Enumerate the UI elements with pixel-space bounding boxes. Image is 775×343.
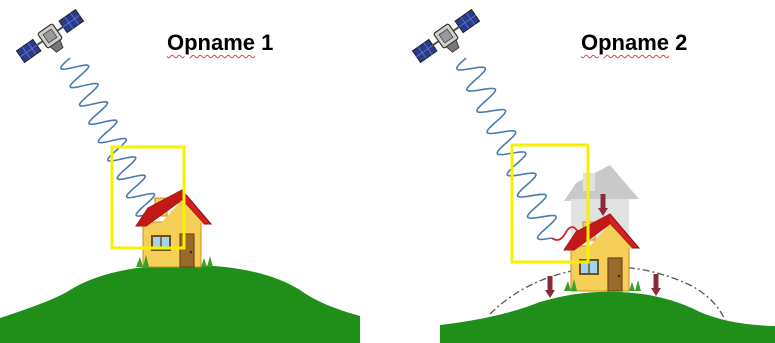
house-icon — [136, 190, 213, 267]
panel-2 — [411, 8, 775, 343]
panel-1 — [0, 8, 360, 343]
satellite-signal-wave — [61, 58, 155, 216]
satellite-icon — [411, 8, 485, 71]
ground-hill — [0, 265, 360, 343]
satellite-icon — [15, 8, 89, 71]
satellite-signal-wave — [457, 58, 557, 239]
subsidence-arrow — [545, 276, 555, 298]
subsidence-arrow — [651, 274, 661, 296]
ground-hill — [440, 292, 775, 343]
